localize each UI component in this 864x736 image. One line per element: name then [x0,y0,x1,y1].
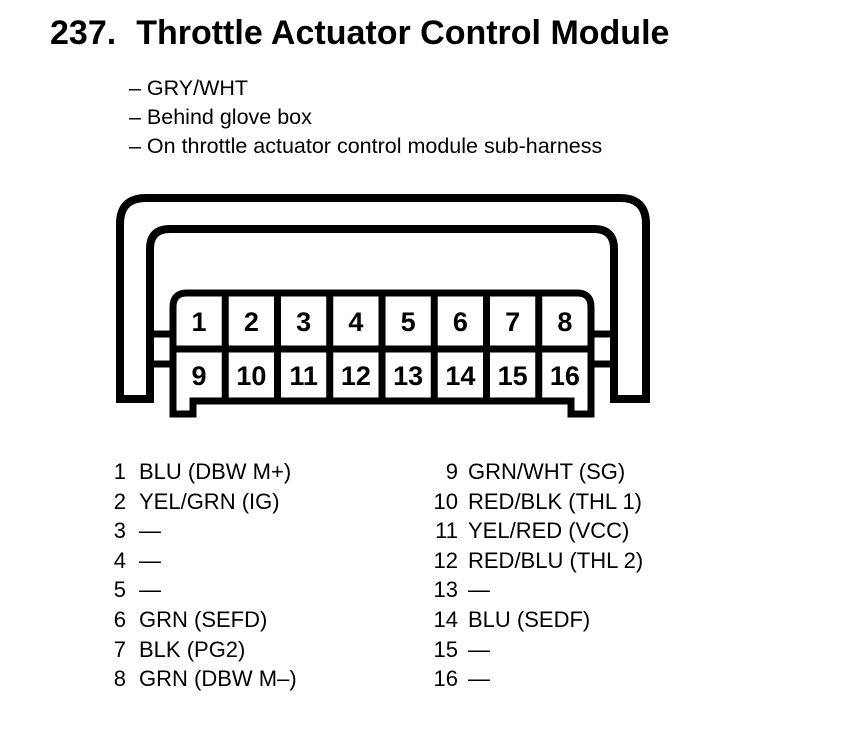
legend-pin-number: 7 [113,636,126,662]
pin-cell-16: 16 [550,361,580,391]
legend-row-pin-1: 1 BLU (DBW M+) [100,457,297,487]
legend-row-pin-5: 5— [100,575,297,605]
legend-row-pin-2: 2 YEL/GRN (IG) [100,487,297,517]
connector-strap [116,194,650,403]
legend-pin-label: — [468,666,490,692]
note-line-wire-color: – GRY/WHT [129,76,249,100]
legend-row-pin-6: 6 GRN (SEFD) [100,605,297,635]
legend-pin-number: 13 [433,577,458,603]
legend-pin-label: BLU (SEDF) [468,606,591,632]
legend-pin-label: GRN/WHT (SG) [468,459,626,484]
note-line-harness: – On throttle actuator control module su… [129,134,603,158]
legend-pin-label: BLU (DBW M+) [139,459,292,484]
legend-pin-label: — [139,577,161,603]
pin-cell-11: 11 [289,361,318,391]
legend-pin-label: BLK (PG2) [139,636,246,662]
legend-pin-number: 16 [433,666,458,692]
page-title: 237. Throttle Actuator Control Module [50,14,669,53]
legend-row-pin-7: 7 BLK (PG2) [100,635,297,665]
pin-cell-14: 14 [445,361,475,391]
figure-title: Throttle Actuator Control Module [136,14,670,52]
legend-row-pin-8: 8 GRN (DBW M–) [100,664,297,694]
legend-row-pin-10: 10 RED/BLK (THL 1) [432,487,643,517]
legend-pin-label: — [468,577,490,603]
legend-pin-number: 14 [433,606,458,632]
pin-cell-6: 6 [453,307,468,337]
legend-pin-label: — [139,518,161,544]
legend-pin-number: 8 [113,666,126,692]
legend-pin-label: RED/BLU (THL 2) [468,547,644,573]
pin-cell-7: 7 [505,307,520,337]
legend-pin-number: 3 [113,518,126,544]
legend-pin-number: 9 [445,459,458,484]
legend-pin-label: — [468,636,490,662]
pin-cell-9: 9 [191,361,206,391]
legend-pin-label: RED/BLK (THL 1) [468,488,643,514]
legend-pin-label: YEL/RED (VCC) [468,518,630,544]
pin-legend-right-column: 9 GRN/WHT (SG) 10 RED/BLK (THL 1) 11 YEL/RE… [432,457,644,694]
legend-row-pin-3: 3— [100,516,297,546]
legend-pin-number: 6 [113,606,126,632]
legend-row-pin-14: 14 BLU (SEDF) [432,605,643,635]
legend-pin-number: 4 [113,547,126,573]
legend-row-pin-13: 13 — [432,575,643,605]
pin-cell-5: 5 [401,307,416,337]
legend-row-pin-11: 11 YEL/RED (VCC) [432,516,643,546]
legend-pin-number: 1 [113,459,126,484]
legend-pin-label: GRN (SEFD) [139,606,268,632]
pin-cell-13: 13 [393,361,423,391]
pin-cell-4: 4 [348,307,363,337]
legend-row-pin-16: 16 — [432,664,643,694]
notes-list: – GRY/WHT – Behind glove box – On thrott… [129,74,602,161]
legend-pin-number: 5 [113,577,126,603]
legend-pin-number: 2 [113,488,126,514]
note-line-location: – Behind glove box [129,105,312,129]
legend-row-pin-12: 12 RED/BLU (THL 2) [432,546,644,576]
pin-cell-1: 1 [191,307,206,337]
legend-row-pin-9: 9 GRN/WHT (SG) [432,457,643,487]
pin-cell-3: 3 [296,307,311,337]
legend-pin-label: GRN (DBW M–) [139,666,297,692]
pin-cell-12: 12 [341,361,371,391]
legend-row-pin-15: 15 — [432,635,643,665]
connector-tabs [146,330,618,368]
pin-grid [173,293,591,401]
legend-pin-number: 12 [433,547,458,573]
legend-pin-number: 11 [435,518,458,544]
legend-pin-label: — [139,547,161,573]
legend-pin-number: 10 [433,488,458,514]
legend-pin-number: 15 [433,636,458,662]
pin-cell-15: 15 [498,361,528,391]
connector-diagram: 1 2 3 4 5 6 7 8 9 10 11 12 13 14 15 16 [116,194,650,418]
figure-number: 237. [50,14,117,52]
pin-cell-10: 10 [236,361,266,391]
pin-cell-8: 8 [557,307,572,337]
pin-cell-2: 2 [244,307,259,337]
legend-pin-label: YEL/GRN (IG) [139,488,280,514]
legend-row-pin-4: 4— [100,546,297,576]
